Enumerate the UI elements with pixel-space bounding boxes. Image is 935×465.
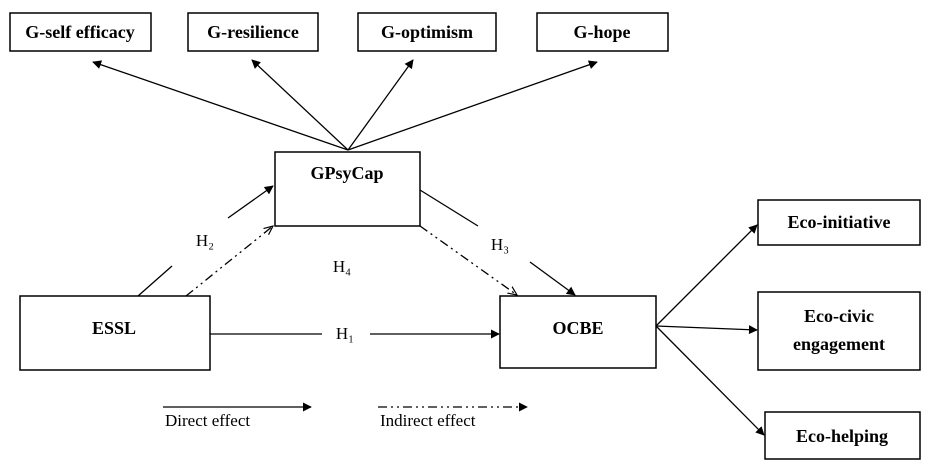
ocbe-box: OCBE	[499, 295, 657, 369]
eco-initiative-label: Eco-initiative	[788, 212, 891, 232]
path-indirect-essl-to-gpsycap	[185, 226, 273, 297]
arrow-gpsycap-to-optimism	[347, 59, 414, 151]
path-indirect-gpsycap-to-ocbe	[419, 225, 517, 295]
legend-indirect-label: Indirect effect	[380, 411, 476, 430]
arrow-gpsycap-to-self-efficacy	[92, 60, 349, 151]
arrow-ocbe-to-eco-initiative	[655, 224, 758, 327]
g-resilience-box: G-resilience	[187, 12, 319, 52]
h1-label: H₁	[336, 324, 354, 343]
path-h3-segment-b	[529, 261, 576, 296]
eco-civic-engagement-box: Eco-civic engagement	[757, 291, 921, 371]
path-h2-segment-b	[227, 185, 274, 219]
g-hope-box: G-hope	[536, 12, 669, 52]
gpsycap-box: GPsyCap	[274, 151, 421, 227]
g-optimism-label: G-optimism	[381, 22, 473, 42]
essl-box: ESSL	[19, 295, 211, 371]
h4-label: H₄	[333, 257, 351, 276]
eco-civic-label-line2: engagement	[793, 334, 885, 354]
arrow-ocbe-to-eco-civic	[655, 325, 758, 335]
g-self-efficacy-box: G-self efficacy	[9, 12, 152, 52]
ocbe-label: OCBE	[552, 318, 603, 338]
arrow-gpsycap-to-resilience	[251, 59, 349, 151]
g-resilience-label: G-resilience	[207, 22, 299, 42]
eco-civic-label-line1: Eco-civic	[804, 306, 874, 326]
legend-direct-label: Direct effect	[165, 411, 250, 430]
g-self-efficacy-label: G-self efficacy	[25, 22, 134, 42]
path-h2-segment-a	[137, 265, 173, 297]
eco-initiative-box: Eco-initiative	[757, 199, 921, 246]
essl-label: ESSL	[92, 318, 136, 338]
g-optimism-box: G-optimism	[357, 12, 497, 52]
arrow-gpsycap-to-hope	[347, 60, 598, 151]
h2-label: H₂	[196, 231, 214, 250]
path-h3-segment-a	[419, 189, 479, 227]
legend-direct-effect: Direct effect	[163, 402, 312, 430]
g-hope-label: G-hope	[573, 22, 630, 42]
h3-label: H₃	[491, 235, 509, 254]
eco-helping-box: Eco-helping	[764, 411, 921, 460]
eco-helping-label: Eco-helping	[796, 426, 888, 446]
legend-indirect-effect: Indirect effect	[378, 402, 528, 430]
arrow-ocbe-to-eco-helping	[655, 325, 765, 436]
gpsycap-label: GPsyCap	[310, 163, 383, 183]
